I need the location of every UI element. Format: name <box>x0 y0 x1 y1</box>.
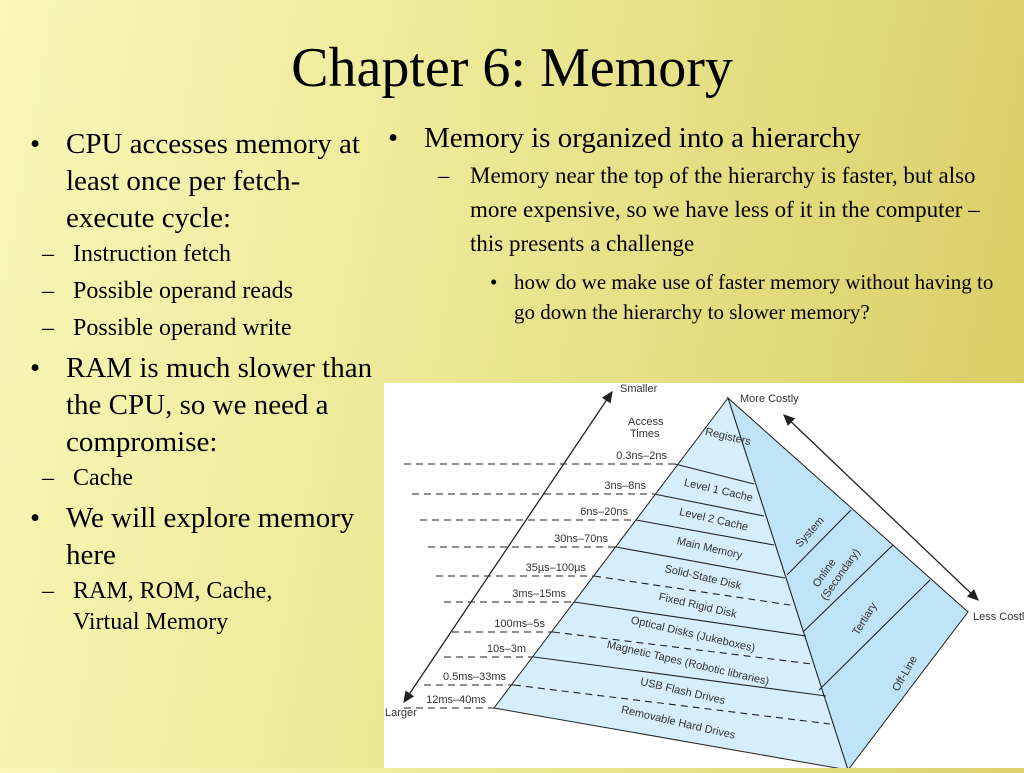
less-costly-label: Less Costl <box>973 611 1024 623</box>
tier-divider <box>653 493 765 517</box>
access-time-label: 12ms–40ms <box>426 694 486 706</box>
memory-hierarchy-figure: Smaller Larger Access Times More Costly … <box>384 383 1024 772</box>
access-time-label: 10s–3m <box>487 643 526 655</box>
bullet: Memory is organized into a hierarchy <box>386 120 1016 157</box>
more-costly-label: More Costly <box>740 393 799 405</box>
tier-divider <box>593 575 791 606</box>
left-column: CPU accesses memory at least once per fe… <box>28 126 378 644</box>
access-time-label: 3ms–15ms <box>512 588 566 600</box>
larger-label: Larger <box>385 707 417 719</box>
cost-arrow <box>783 414 979 601</box>
tier-divider <box>552 631 813 665</box>
sub-sub-bullet: how do we make use of faster memory with… <box>386 267 1016 327</box>
access-times-label: Times <box>630 428 660 440</box>
sub-bullet: Instruction fetch <box>28 239 378 270</box>
pyramid-diagram: Smaller Larger Access Times More Costly … <box>385 383 1024 772</box>
access-time-label: 6ns–20ns <box>580 506 628 518</box>
sub-bullet: Possible operand reads <box>28 276 378 307</box>
access-time-label: 0.3ns–2ns <box>616 450 667 462</box>
tier-divider <box>674 463 755 485</box>
sub-bullet: Cache <box>28 463 378 494</box>
access-time-label: 3ns–8ns <box>604 480 646 492</box>
bullet: RAM is much slower than the CPU, so we n… <box>28 350 378 461</box>
sub-bullet: RAM, ROM, Cache, Virtual Memory <box>28 576 323 638</box>
access-times-label: Access <box>628 416 664 428</box>
slide-title: Chapter 6: Memory <box>291 37 733 99</box>
right-column: Memory is organized into a hierarchy Mem… <box>386 120 1016 327</box>
smaller-label: Smaller <box>620 383 658 395</box>
bullet: We will explore memory here <box>28 500 378 574</box>
access-time-arrow <box>403 390 613 704</box>
sub-bullet: Memory near the top of the hierarchy is … <box>386 159 1016 261</box>
tier-divider <box>615 546 786 579</box>
access-time-label: 0.5ms–33ms <box>443 671 506 683</box>
sub-bullet: Possible operand write <box>28 313 378 344</box>
tier-divider <box>635 519 775 546</box>
access-time-label: 30ns–70ns <box>554 533 608 545</box>
bullet: CPU accesses memory at least once per fe… <box>28 126 378 237</box>
access-time-label: 100ms–5s <box>494 618 545 630</box>
access-time-label: 35µs–100µs <box>526 562 587 574</box>
